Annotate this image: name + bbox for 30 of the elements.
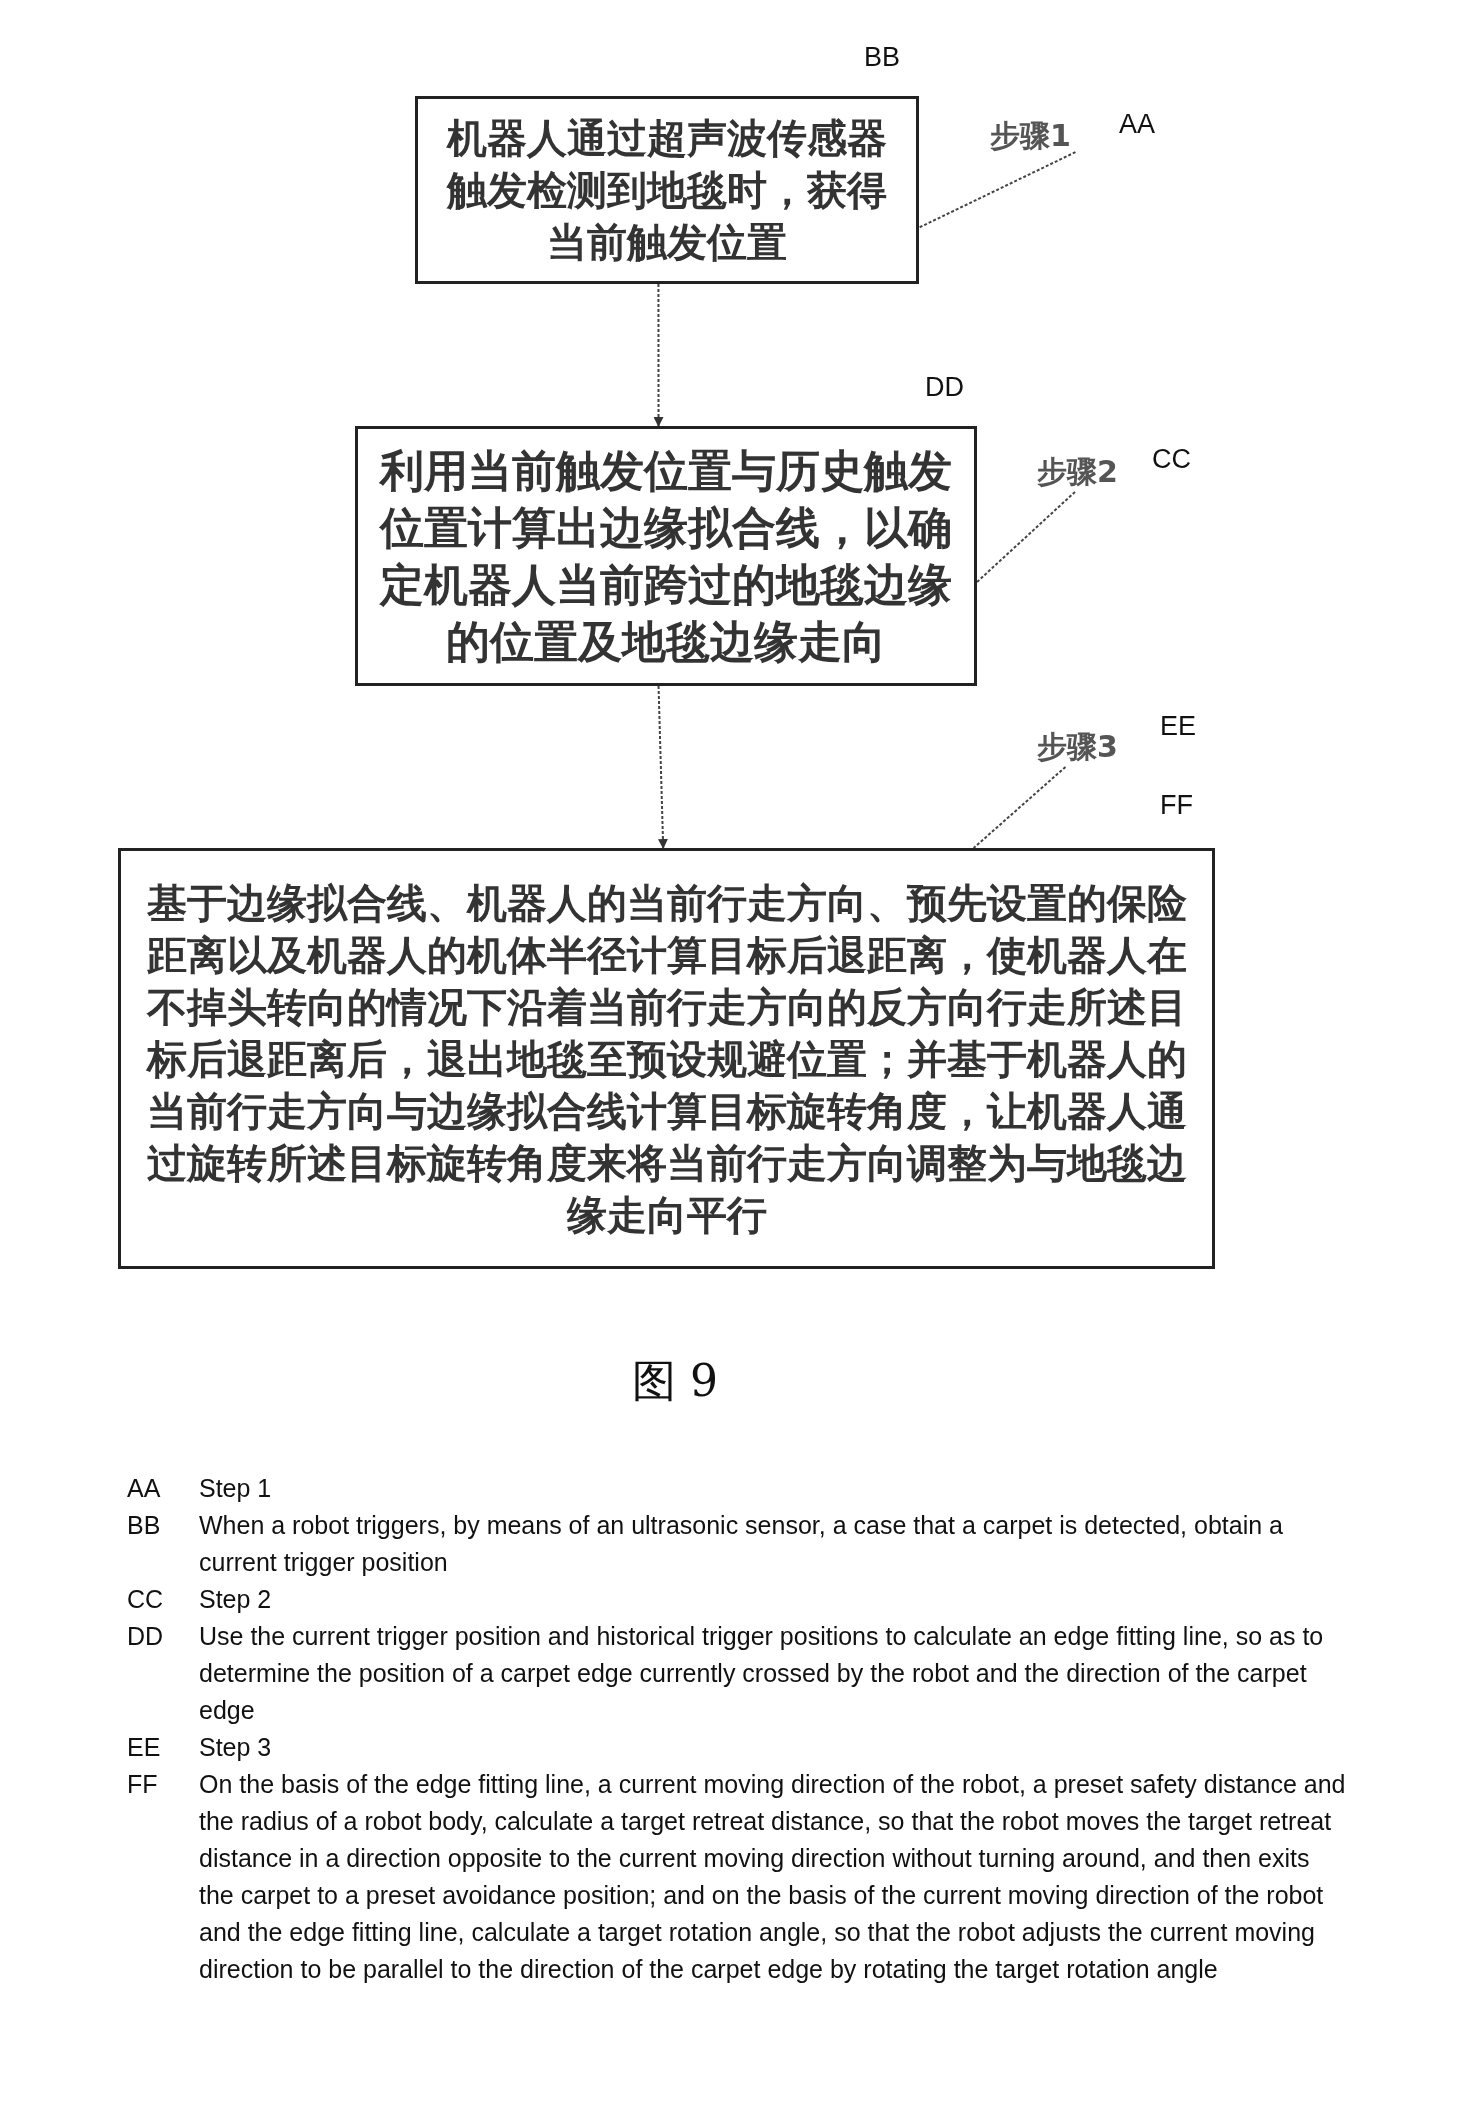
arrow [657,685,668,849]
reference-code: DD [127,1621,164,1652]
leader-line [918,151,1077,229]
description-text: When a robot triggers, by means of an ultrasonic sensor, a case that a carpet is detected, obtain a current trigger position [199,1510,1284,1578]
figure-caption: 图 9 [632,1354,718,1408]
reference-code: FF [127,1769,158,1800]
reference-code: FF [1160,790,1193,821]
reference-code: AA [127,1473,161,1504]
reference-code: CC [1152,444,1191,475]
reference-code: EE [1160,711,1197,742]
step-label: 步骤2 [1037,452,1118,493]
description-text: Step 2 [199,1584,273,1615]
reference-code: AA [1119,109,1156,140]
leader-line [976,490,1076,583]
reference-code: DD [925,372,964,403]
process-box: 基于边缘拟合线、机器人的当前行走方向、预先设置的保险距离以及机器人的机体半径计算目标后退距离，使机器人在不掉头转向的情况下沿着当前行走方向的反方向行走所述目标后退距离后，退出地毯至预设规避位置；并基于机器人的当前行走方向与边缘拟合线计算目标旋转角度，让机器人通过旋转所述目标旋转角度来将当前行走方向调整为与地毯边缘走向平行 [118,848,1215,1269]
process-box: 机器人通过超声波传感器触发检测到地毯时，获得当前触发位置 [415,96,919,284]
description-text: Step 1 [199,1473,273,1504]
description-text: Step 3 [199,1732,273,1763]
arrow [653,283,664,427]
reference-code: BB [127,1510,161,1541]
leader-line [972,765,1067,849]
step-label: 步骤3 [1037,727,1118,768]
description-text: Use the current trigger position and historical trigger positions to calculate an edge fitting line, so as to determine the position of a carpet edge currently crossed by the robot and the direction of the carpet edge [199,1621,1325,1726]
step-label: 步骤1 [990,116,1071,157]
process-box: 利用当前触发位置与历史触发位置计算出边缘拟合线，以确定机器人当前跨过的地毯边缘的位置及地毯边缘走向 [355,426,977,686]
reference-code: CC [127,1584,164,1615]
reference-code: BB [864,42,901,73]
description-text: On the basis of the edge fitting line, a current moving direction of the robot, a preset safety distance and the radius of a robot body, calculate a target retreat distance, so that the robot moves the target retreat distance in a direction opposite to the current moving direction without turning around, and then exits the carpet to a preset avoidance position; and on the basis of the current moving direction of the robot and the edge fitting line, calculate a target rotation angle, so that the robot adjusts the current moving direction to be parallel to the direction of the carpet edge by rotating the target rotation angle [199,1769,1347,1985]
reference-code: EE [127,1732,161,1763]
